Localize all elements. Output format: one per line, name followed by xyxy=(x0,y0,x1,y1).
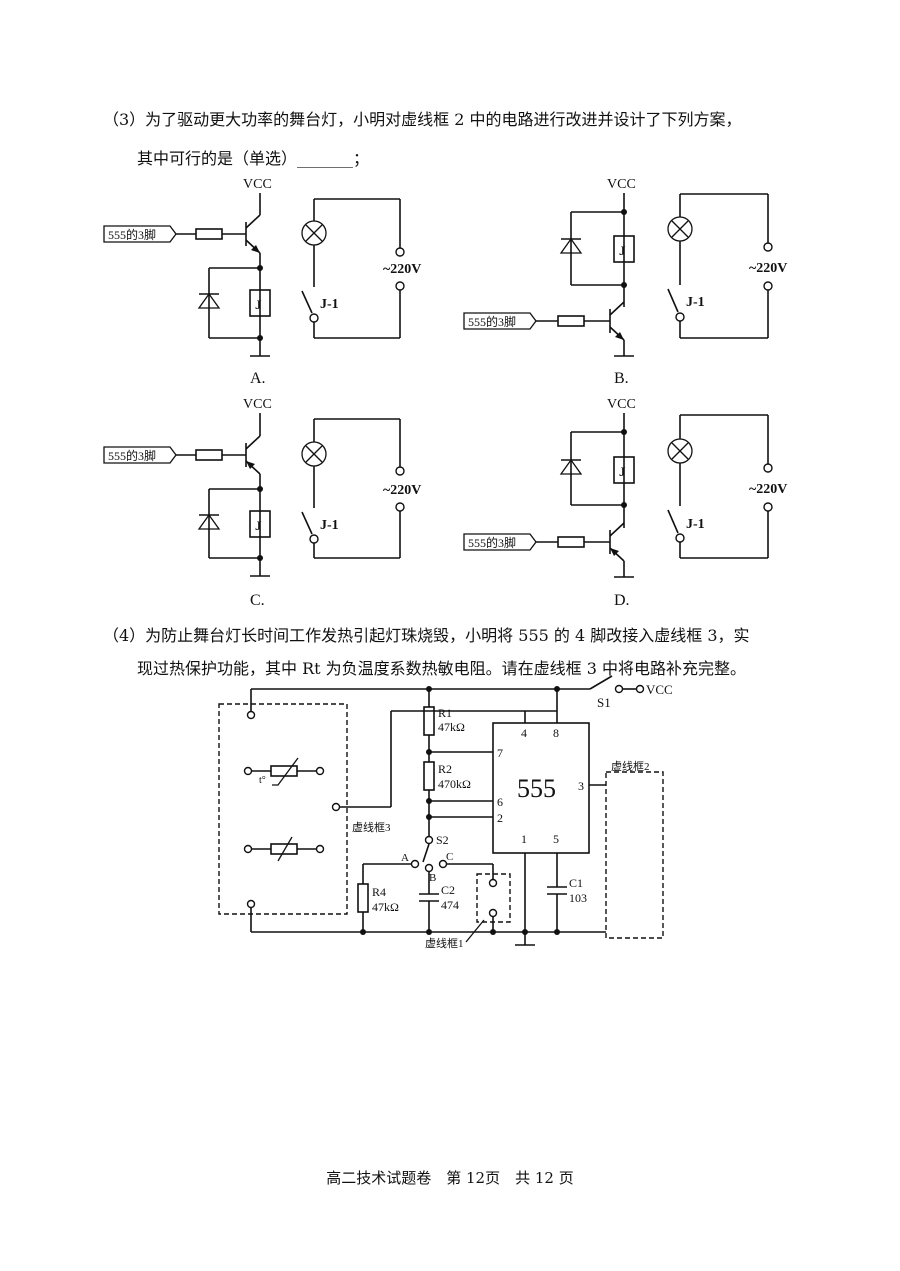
svg-text:C: C xyxy=(446,851,453,863)
dashed-box-3 xyxy=(218,703,348,915)
r4 xyxy=(357,883,369,913)
input-label: 555的3脚 xyxy=(108,227,156,242)
pnp-arrow xyxy=(251,245,260,253)
svg-text:VCC: VCC xyxy=(607,177,636,192)
svg-text:6: 6 xyxy=(497,795,503,809)
q3-line2: 其中可行的是（单选）_______； xyxy=(137,149,370,168)
svg-text:VCC: VCC xyxy=(243,397,272,412)
svg-text:R2: R2 xyxy=(438,762,452,776)
diode xyxy=(197,292,221,309)
svg-text:470kΩ: 470kΩ xyxy=(438,777,471,791)
base-resistor xyxy=(557,315,585,327)
relay-coil xyxy=(613,456,635,484)
r2 xyxy=(423,761,435,791)
svg-text:~220V: ~220V xyxy=(383,262,421,277)
svg-text:J-1: J-1 xyxy=(686,517,705,532)
svg-text:J: J xyxy=(255,297,262,312)
pnp-arrow xyxy=(610,548,619,556)
svg-text:555的3脚: 555的3脚 xyxy=(468,314,516,329)
relay-coil xyxy=(613,235,635,263)
svg-text:474: 474 xyxy=(441,898,459,912)
diode xyxy=(197,513,221,530)
svg-text:J-1: J-1 xyxy=(686,295,705,310)
q4-line2: 现过热保护功能，其中 Rt 为负温度系数热敏电阻。请在虚线框 3 中将电路补充完… xyxy=(137,659,747,678)
svg-text:J-1: J-1 xyxy=(320,297,339,312)
option-d-circuit: VCC J 555的3脚 ~220V xyxy=(463,397,787,609)
variable-resistor xyxy=(243,836,325,862)
base-resistor xyxy=(195,228,223,240)
svg-text:VCC: VCC xyxy=(607,397,636,412)
relay-coil xyxy=(249,289,271,317)
main-555-circuit: VCC S1 555 4 8 7 6 2 1 5 3 R1 47kΩ R2 47… xyxy=(218,675,673,950)
svg-text:虚线框1: 虚线框1 xyxy=(425,936,464,950)
svg-text:J: J xyxy=(619,243,626,258)
svg-text:~220V: ~220V xyxy=(749,261,787,276)
svg-text:虚线框3: 虚线框3 xyxy=(352,820,391,834)
vcc-label: VCC xyxy=(243,177,272,192)
base-resistor xyxy=(557,536,585,548)
svg-text:J: J xyxy=(255,518,262,533)
svg-text:5: 5 xyxy=(553,832,559,846)
svg-text:47kΩ: 47kΩ xyxy=(372,900,399,914)
svg-text:t°: t° xyxy=(259,775,266,786)
svg-text:R1: R1 xyxy=(438,706,452,720)
svg-text:1: 1 xyxy=(521,832,527,846)
svg-text:C2: C2 xyxy=(441,883,455,897)
svg-text:J: J xyxy=(619,464,626,479)
option-a-label: A. xyxy=(250,370,266,387)
option-a-circuit: VCC 555的3脚 J ~220V xyxy=(103,177,421,387)
svg-text:S1: S1 xyxy=(597,695,611,710)
svg-text:555的3脚: 555的3脚 xyxy=(108,448,156,463)
diode xyxy=(559,458,583,475)
relay-coil xyxy=(249,510,271,538)
svg-text:B: B xyxy=(429,872,436,884)
svg-text:S2: S2 xyxy=(436,833,449,847)
page-footer: 高二技术试题卷 第 12页 共 12 页 xyxy=(326,1169,574,1187)
option-b-label: B. xyxy=(614,370,629,387)
pnp-arrow xyxy=(246,461,255,469)
option-b-circuit: VCC J 555的3脚 ~220V xyxy=(463,177,787,387)
svg-text:VCC: VCC xyxy=(646,682,673,697)
svg-text:7: 7 xyxy=(497,746,503,760)
svg-text:103: 103 xyxy=(569,891,587,905)
svg-text:A: A xyxy=(401,852,409,864)
q4-line1: （4）为防止舞台灯长时间工作发热引起灯珠烧毁，小明将 555 的 4 脚改接入虚… xyxy=(103,626,750,645)
option-c-circuit: VCC 555的3脚 J ~220V xyxy=(103,397,421,609)
ic-555 xyxy=(492,722,590,854)
svg-text:虚线框2: 虚线框2 xyxy=(611,759,650,773)
q3-line1: （3）为了驱动更大功率的舞台灯，小明对虚线框 2 中的电路进行改进并设计了下列方… xyxy=(103,110,742,129)
svg-text:555的3脚: 555的3脚 xyxy=(468,535,516,550)
svg-text:~220V: ~220V xyxy=(383,483,421,498)
option-d-label: D. xyxy=(614,592,630,609)
diode xyxy=(559,237,583,254)
svg-text:~220V: ~220V xyxy=(749,482,787,497)
svg-text:2: 2 xyxy=(497,811,503,825)
dashed-box-2 xyxy=(605,771,664,939)
base-resistor xyxy=(195,449,223,461)
option-c-label: C. xyxy=(250,592,265,609)
thermistor-rt: t° xyxy=(243,757,325,786)
svg-text:C1: C1 xyxy=(569,876,583,890)
svg-text:4: 4 xyxy=(521,726,527,740)
svg-text:8: 8 xyxy=(553,726,559,740)
svg-text:47kΩ: 47kΩ xyxy=(438,720,465,734)
svg-text:3: 3 xyxy=(578,779,584,793)
svg-text:J-1: J-1 xyxy=(320,518,339,533)
npn-arrow xyxy=(615,332,624,340)
svg-text:R4: R4 xyxy=(372,885,386,899)
chip-label: 555 xyxy=(517,774,556,803)
